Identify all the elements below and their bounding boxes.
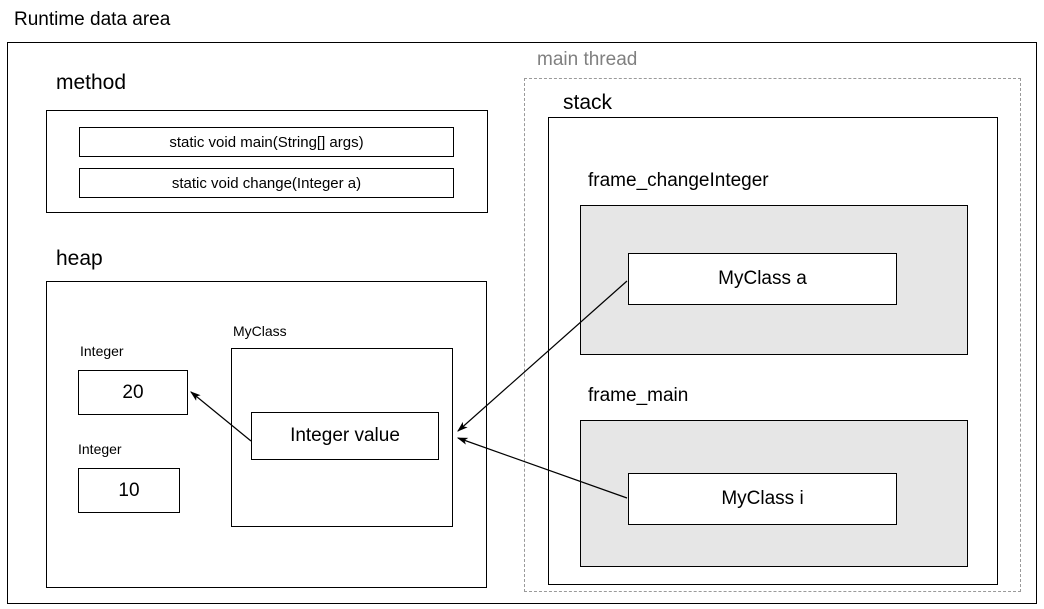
myclass-object-label: MyClass bbox=[233, 323, 287, 339]
method-area-label: method bbox=[56, 71, 127, 94]
integer-type-label-20: Integer bbox=[80, 343, 124, 359]
integer-type-label-10: Integer bbox=[78, 441, 122, 457]
heap-area-label: heap bbox=[56, 247, 103, 270]
myclass-field-integer-value[interactable]: Integer value bbox=[251, 412, 439, 460]
stack-label: stack bbox=[563, 91, 613, 114]
method-signature-main[interactable]: static void main(String[] args) bbox=[79, 127, 454, 157]
main-thread-label: main thread bbox=[537, 49, 638, 70]
method-signature-change[interactable]: static void change(Integer a) bbox=[79, 168, 454, 198]
stack-variable-myclass-i[interactable]: MyClass i bbox=[628, 473, 897, 525]
heap-integer-box-20[interactable]: 20 bbox=[78, 370, 188, 415]
diagram-title: Runtime data area bbox=[14, 9, 171, 30]
frame-label-main: frame_main bbox=[588, 385, 689, 406]
frame-label-change-integer: frame_changeInteger bbox=[588, 170, 769, 191]
heap-area-box bbox=[46, 281, 487, 588]
stack-variable-myclass-a[interactable]: MyClass a bbox=[628, 253, 897, 305]
runtime-data-area-border bbox=[7, 42, 1037, 604]
heap-integer-box-10[interactable]: 10 bbox=[78, 468, 180, 513]
method-area-box bbox=[46, 110, 488, 213]
